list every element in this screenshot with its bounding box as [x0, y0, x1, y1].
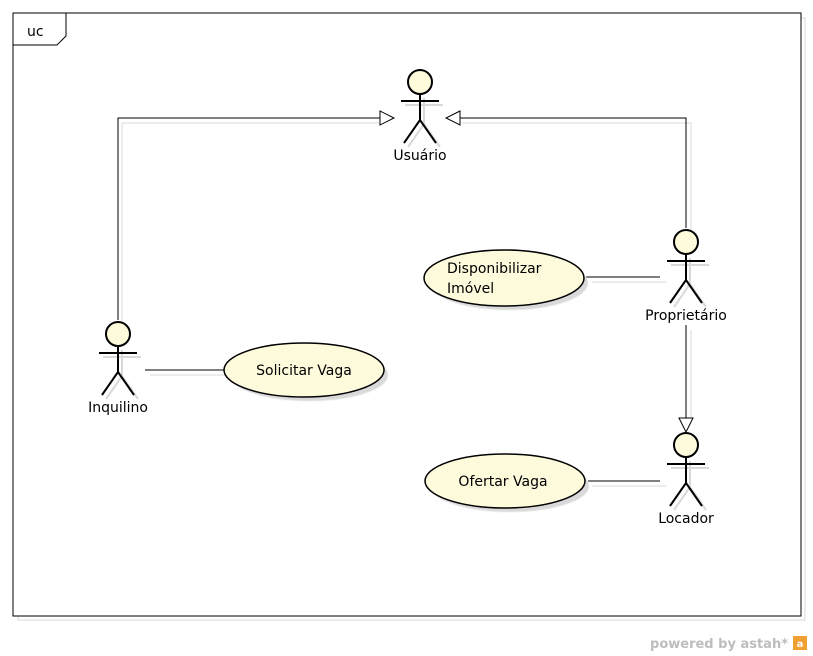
- actor-usuario[interactable]: Usuário: [393, 69, 447, 164]
- usecase-label: Imóvel: [447, 281, 494, 297]
- svg-text:a: a: [797, 639, 804, 650]
- actor-locador[interactable]: Locador: [658, 432, 714, 527]
- actor-label: Inquilino: [88, 400, 148, 416]
- generalization-inquilino-usuario: [117, 110, 396, 320]
- astah-logo-icon: a: [793, 636, 807, 650]
- actor-label: Proprietário: [645, 308, 727, 324]
- actor-label: Locador: [658, 511, 714, 527]
- usecase-label: Solicitar Vaga: [256, 363, 352, 379]
- actor-label: Usuário: [393, 148, 446, 164]
- astah-branding: powered by astah* a: [650, 636, 807, 652]
- brand-text: powered by astah*: [650, 637, 788, 652]
- usecase-disponibilizar-imovel[interactable]: Disponibilizar Imóvel: [423, 249, 588, 310]
- generalization-proprietario-usuario: [444, 110, 687, 228]
- actor-proprietario[interactable]: Proprietário: [645, 229, 727, 324]
- usecase-label: Ofertar Vaga: [458, 474, 547, 490]
- frame-tag: uc: [27, 24, 44, 40]
- usecase-label: Disponibilizar: [447, 261, 542, 277]
- relation-shadows: [121, 122, 692, 487]
- usecase-solicitar-vaga[interactable]: Solicitar Vaga: [223, 342, 388, 401]
- generalization-proprietario-locador: [678, 325, 694, 434]
- diagram-frame: uc: [12, 12, 806, 621]
- usecase-ofertar-vaga[interactable]: Ofertar Vaga: [424, 453, 589, 512]
- actor-inquilino[interactable]: Inquilino: [88, 321, 148, 416]
